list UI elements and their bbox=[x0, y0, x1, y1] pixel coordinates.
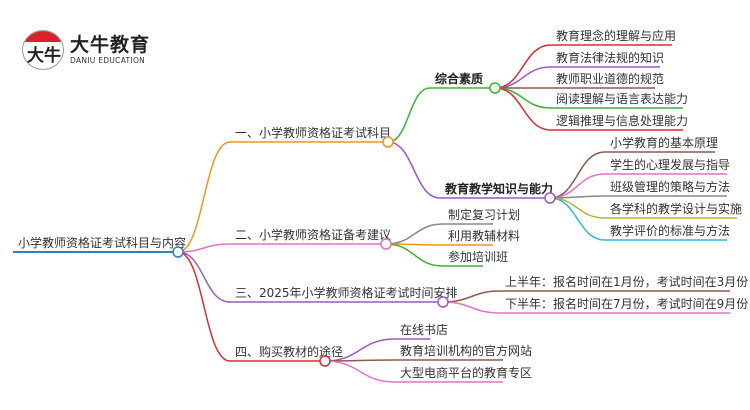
logo-mark-icon: 大牛 bbox=[22, 30, 64, 70]
logo-name: 大牛教育 bbox=[70, 34, 151, 56]
leaf-link bbox=[324, 338, 430, 362]
branch-1-label[interactable]: 一、小学教师资格证考试科目 bbox=[235, 125, 391, 140]
leaf-link bbox=[494, 87, 683, 131]
leaf-link bbox=[385, 243, 483, 267]
leaf-label[interactable]: 学生的心理发展与指导 bbox=[610, 157, 730, 172]
leaf-label[interactable]: 班级管理的策略与方法 bbox=[610, 179, 730, 194]
branch-2-link bbox=[177, 243, 386, 253]
sub-topic-label[interactable]: 教育教学知识与能力 bbox=[444, 181, 553, 196]
logo-name-en: DANIU EDUCATION bbox=[70, 56, 146, 65]
leaf-label[interactable]: 上半年：报名时间在1月份，考试时间在3月份 bbox=[505, 274, 748, 289]
branch-3-label[interactable]: 三、2025年小学教师资格证考试时间安排 bbox=[235, 285, 458, 300]
sub-topic-label[interactable]: 综合素质 bbox=[435, 71, 483, 86]
leaf-label[interactable]: 大型电商平台的教育专区 bbox=[400, 365, 532, 380]
leaf-label[interactable]: 阅读理解与语言表达能力 bbox=[556, 92, 688, 106]
branch-1-node[interactable] bbox=[382, 136, 394, 148]
leaf-label[interactable]: 各学科的教学设计与实施 bbox=[610, 201, 742, 216]
leaf-label[interactable]: 教师职业道德的规范 bbox=[556, 71, 664, 86]
sub-topic-node[interactable] bbox=[489, 82, 501, 94]
leaf-link bbox=[549, 197, 727, 241]
leaf-label[interactable]: 制定复习计划 bbox=[448, 207, 520, 222]
leaf-link bbox=[385, 243, 493, 246]
logo: 大牛 大牛教育 DANIU EDUCATION bbox=[22, 30, 150, 70]
leaf-link bbox=[442, 301, 730, 314]
leaf-label[interactable]: 逻辑推理与信息处理能力 bbox=[556, 113, 688, 128]
branch-2-label[interactable]: 二、小学教师资格证备考建议 bbox=[235, 227, 391, 242]
root-node-label[interactable]: 小学教师资格证考试科目与内容 bbox=[18, 235, 186, 250]
branch-4-link bbox=[177, 251, 325, 362]
branch-4-label[interactable]: 四、购买教材的途径 bbox=[235, 344, 343, 359]
leaf-link bbox=[324, 359, 503, 362]
leaf-link bbox=[549, 195, 727, 199]
leaf-label[interactable]: 教学评价的标准与方法 bbox=[610, 223, 730, 238]
leaf-label[interactable]: 在线书店 bbox=[400, 323, 448, 337]
branch-1-link bbox=[177, 141, 388, 253]
sub-1-link bbox=[387, 87, 495, 143]
sub-topic-node[interactable] bbox=[544, 192, 556, 204]
root-node[interactable] bbox=[172, 246, 184, 258]
leaf-label[interactable]: 下半年：报名时间在7月份，考试时间在9月份 bbox=[505, 296, 748, 311]
leaf-label[interactable]: 参加培训班 bbox=[448, 249, 508, 264]
leaf-label[interactable]: 教育培训机构的官方网站 bbox=[400, 343, 532, 358]
branch-2-node[interactable] bbox=[380, 238, 392, 250]
leaf-label[interactable]: 利用教辅材料 bbox=[448, 228, 520, 243]
sub-2-link bbox=[387, 141, 550, 199]
branch-3-node[interactable] bbox=[437, 296, 449, 308]
branch-3-link bbox=[177, 251, 443, 303]
leaf-link bbox=[324, 360, 503, 383]
leaf-label[interactable]: 教育理念的理解与应用 bbox=[556, 28, 676, 43]
leaf-label[interactable]: 小学教育的基本原理 bbox=[610, 135, 718, 150]
branch-4-node[interactable] bbox=[319, 355, 331, 367]
leaf-link bbox=[549, 151, 715, 199]
leaf-link bbox=[442, 290, 730, 303]
leaf-label[interactable]: 教育法律法规的知识 bbox=[556, 50, 664, 65]
leaf-link bbox=[494, 44, 672, 89]
